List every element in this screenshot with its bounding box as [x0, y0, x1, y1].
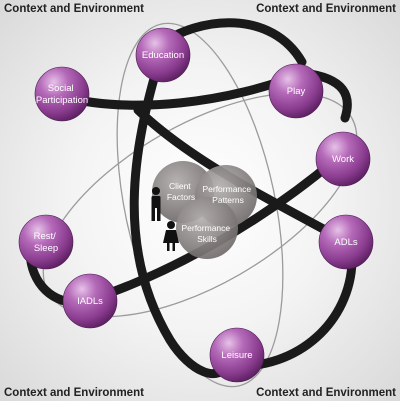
- orbit-arc-left: [129, 53, 233, 378]
- node-play: Play: [268, 63, 324, 119]
- thin-orbit-2: [116, 22, 284, 388]
- node-adls: ADLs: [318, 214, 374, 270]
- node-leisure: Leisure: [209, 327, 265, 383]
- node-social-participation: Social Participation: [34, 66, 90, 122]
- adls-label: ADLs: [334, 237, 357, 248]
- context-environment-bottom-left: Context and Environment: [4, 387, 144, 399]
- node-iadls: IADLs: [62, 273, 118, 329]
- node-education: Education: [135, 27, 191, 83]
- client-factors-label: Client Factors: [167, 181, 195, 202]
- node-work: Work: [315, 131, 371, 187]
- context-environment-top-left: Context and Environment: [4, 3, 144, 15]
- social-participation-label: Social Participation: [36, 83, 88, 106]
- core-group: Client Factors Performance Patterns Perf…: [151, 161, 257, 259]
- context-environment-top-right: Context and Environment: [256, 3, 396, 15]
- performance-patterns-label: Performance Patterns: [202, 184, 253, 205]
- education-label: Education: [142, 50, 184, 61]
- context-environment-bottom-right: Context and Environment: [256, 387, 396, 399]
- leisure-label: Leisure: [221, 350, 252, 361]
- work-label: Work: [332, 154, 354, 165]
- play-label: Play: [287, 86, 306, 97]
- rest-sleep-label: Rest/ Sleep: [34, 231, 59, 254]
- female-person-icon: [163, 221, 179, 251]
- performance-skills-label: Performance Skills: [181, 223, 232, 244]
- performance-skills-circle: [176, 197, 238, 259]
- iadls-label: IADLs: [77, 296, 103, 307]
- male-person-icon: [151, 187, 161, 221]
- node-rest-sleep: Rest/ Sleep: [18, 214, 74, 270]
